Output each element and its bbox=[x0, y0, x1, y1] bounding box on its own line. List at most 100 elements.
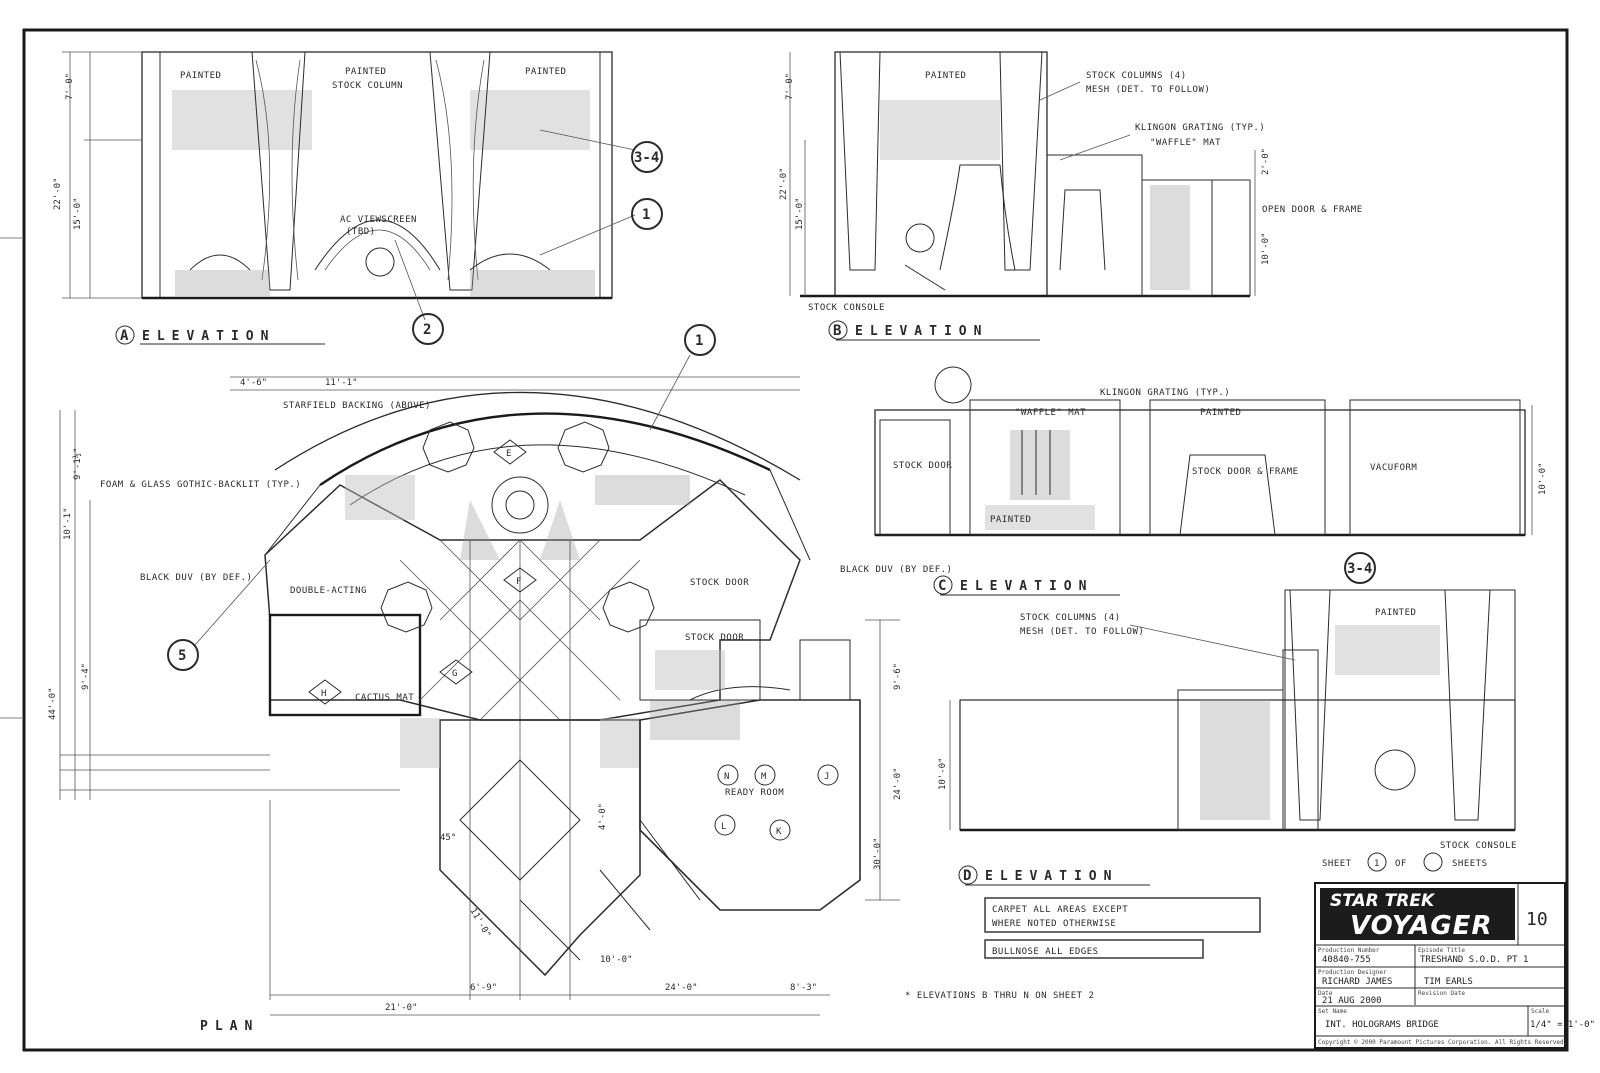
dim-c-10ft: 10'-0" bbox=[1538, 462, 1548, 495]
marker-n: N bbox=[724, 772, 730, 782]
elevation-a-letter: A bbox=[120, 328, 129, 344]
marker-l: L bbox=[721, 822, 727, 832]
dim-plan-9-4: 9'-4" bbox=[81, 663, 91, 690]
note-b-mesh: MESH (DET. TO FOLLOW) bbox=[1086, 85, 1210, 95]
dim-a-7ft: 7'-0" bbox=[65, 73, 75, 100]
dim-plan-8-3: 8'-3" bbox=[790, 983, 817, 993]
note-plan-foam-glass: FOAM & GLASS GOTHIC-BACKLIT (TYP.) bbox=[100, 480, 301, 490]
episode-title: TRESHAND S.O.D. PT 1 bbox=[1420, 955, 1528, 965]
dim-plan-4-6: 4'-6" bbox=[240, 378, 267, 388]
marker-g: G bbox=[452, 669, 458, 679]
general-note-elevations: * ELEVATIONS B THRU N ON SHEET 2 bbox=[905, 991, 1094, 1001]
drawing-date: 21 AUG 2000 bbox=[1322, 996, 1382, 1006]
logo-box bbox=[1320, 888, 1515, 940]
note-b-painted: PAINTED bbox=[925, 71, 966, 81]
dim-plan-30-0: 30'-0" bbox=[873, 837, 883, 870]
note-plan-stock-door-2: STOCK DOOR bbox=[690, 578, 749, 588]
scale-value: 1/4" = 1'-0" bbox=[1530, 1020, 1595, 1030]
elevation-b-letter: B bbox=[833, 323, 841, 339]
set-name-label: Set Name bbox=[1318, 1008, 1347, 1015]
note-plan-black-duv-1: BLACK DUV (BY DEF.) bbox=[140, 573, 252, 583]
note-a-stock-column: STOCK COLUMN bbox=[332, 81, 403, 91]
callout-a-2: 2 bbox=[423, 322, 431, 338]
callout-d-3-4: 3-4 bbox=[1347, 561, 1372, 577]
dim-plan-6-9: 6'-9" bbox=[470, 983, 497, 993]
callout-plan-1: 1 bbox=[695, 333, 703, 349]
elevation-c-letter: C bbox=[938, 578, 946, 594]
marker-j: J bbox=[824, 772, 830, 782]
note-d-painted: PAINTED bbox=[1375, 608, 1416, 618]
note-d-stock-console: STOCK CONSOLE bbox=[1440, 841, 1517, 851]
elevation-d-letter: D bbox=[963, 868, 971, 884]
sheet-number: 1 bbox=[1374, 859, 1380, 869]
dim-a-15ft: 15'-0" bbox=[73, 197, 83, 230]
dim-plan-24-0b: 24'-0" bbox=[893, 767, 903, 800]
dim-b-10ft: 10'-0" bbox=[1261, 232, 1271, 265]
elevation-b: 7'-0" 22'-0" 15'-0" 2'-0" 10'-0" PAINTED… bbox=[779, 51, 1363, 341]
note-plan-cactus-mat: CACTUS MAT bbox=[355, 693, 414, 703]
revision-label: Revision Date bbox=[1418, 990, 1465, 997]
date-label: Date bbox=[1318, 990, 1333, 997]
marker-m: M bbox=[761, 772, 767, 782]
marker-k: K bbox=[776, 827, 782, 837]
elevation-c-title: ELEVATION bbox=[960, 579, 1093, 594]
dim-b-22ft: 22'-0" bbox=[779, 167, 789, 200]
note-plan-double-acting: DOUBLE-ACTING bbox=[290, 586, 367, 596]
elevation-c: 10'-0" KLINGON GRATING (TYP.) "WAFFLE" M… bbox=[874, 366, 1548, 596]
note-c-door-frame: STOCK DOOR & FRAME bbox=[1192, 467, 1299, 477]
sheet-counter: SHEET 1 OF SHEETS bbox=[1322, 852, 1488, 872]
general-note-otherwise: WHERE NOTED OTHERWISE bbox=[992, 919, 1116, 929]
floor-plan: E F G H N M J K L 1 5 STARFIELD BACKING … bbox=[48, 324, 1261, 1034]
dim-plan-11-0: 11'-0" bbox=[467, 907, 492, 940]
dim-plan-24-0: 24'-0" bbox=[665, 983, 698, 993]
dim-plan-9-6: 9'-6" bbox=[893, 663, 903, 690]
note-plan-starfield: STARFIELD BACKING (ABOVE) bbox=[283, 401, 431, 411]
copyright: Copyright © 2000 Paramount Pictures Corp… bbox=[1318, 1039, 1567, 1046]
note-c-painted: PAINTED bbox=[1200, 408, 1241, 418]
marker-e: E bbox=[506, 449, 512, 459]
dim-plan-11-1: 11'-1" bbox=[325, 378, 358, 388]
note-plan-ready-room: READY ROOM bbox=[725, 788, 784, 798]
note-a-tbd: (TBD) bbox=[346, 227, 376, 237]
draftsman: TIM EARLS bbox=[1424, 977, 1473, 987]
note-c-vacuform: VACUFORM bbox=[1370, 463, 1417, 473]
note-b-klingon-grating: KLINGON GRATING (TYP.) bbox=[1135, 123, 1265, 133]
title-block: STAR TREK VOYAGER 10 Production Number 4… bbox=[1314, 882, 1595, 1049]
note-plan-stock-door-1: STOCK DOOR bbox=[685, 633, 744, 643]
general-note-carpet: CARPET ALL AREAS EXCEPT bbox=[992, 905, 1128, 915]
note-b-open-door: OPEN DOOR & FRAME bbox=[1262, 205, 1363, 215]
sheet-border bbox=[22, 28, 1569, 1052]
note-b-stock-columns: STOCK COLUMNS (4) bbox=[1086, 71, 1187, 81]
designer-label: Production Designer bbox=[1318, 969, 1387, 976]
dim-plan-21-0: 21'-0" bbox=[385, 1003, 418, 1013]
note-b-stock-console: STOCK CONSOLE bbox=[808, 303, 885, 313]
plan-title: PLAN bbox=[200, 1019, 259, 1034]
dim-b-7ft: 7'-0" bbox=[785, 73, 795, 100]
elevation-a: 7'-0" 22'-0" 15'-0" PAINTED PAINTED PAIN… bbox=[53, 51, 663, 345]
sheet-suffix: SHEETS bbox=[1452, 859, 1488, 869]
dim-plan-4-0: 4'-0" bbox=[598, 803, 608, 830]
dim-plan-9-1: 9'-1½" bbox=[72, 447, 83, 480]
elevation-d-title: ELEVATION bbox=[985, 869, 1118, 884]
page-number: 10 bbox=[1526, 909, 1548, 930]
scale-label: Scale bbox=[1531, 1008, 1549, 1015]
logo-star-trek: STAR TREK bbox=[1330, 891, 1436, 911]
note-a-painted-2: PAINTED bbox=[345, 67, 386, 77]
callout-a-3-4: 3-4 bbox=[634, 150, 659, 166]
sheet-label: SHEET bbox=[1322, 859, 1352, 869]
dim-plan-10-1: 10'-1" bbox=[63, 507, 73, 540]
sheet-of: OF bbox=[1395, 859, 1407, 869]
note-c-painted-2: PAINTED bbox=[990, 515, 1031, 525]
marker-f: F bbox=[516, 577, 522, 587]
dim-b-15ft: 15'-0" bbox=[795, 197, 805, 230]
note-c-klingon-grating: KLINGON GRATING (TYP.) bbox=[1100, 388, 1230, 398]
dim-b-2ft: 2'-0" bbox=[1261, 148, 1271, 175]
note-a-painted-3: PAINTED bbox=[525, 67, 566, 77]
elevation-a-title: ELEVATION bbox=[142, 329, 275, 344]
note-c-waffle-mat: "WAFFLE" MAT bbox=[1015, 408, 1086, 418]
production-number: 40840-755 bbox=[1322, 955, 1371, 965]
note-c-stock-door: STOCK DOOR bbox=[893, 461, 952, 471]
episode-label: Episode Title bbox=[1418, 947, 1465, 954]
note-a-painted-1: PAINTED bbox=[180, 71, 221, 81]
